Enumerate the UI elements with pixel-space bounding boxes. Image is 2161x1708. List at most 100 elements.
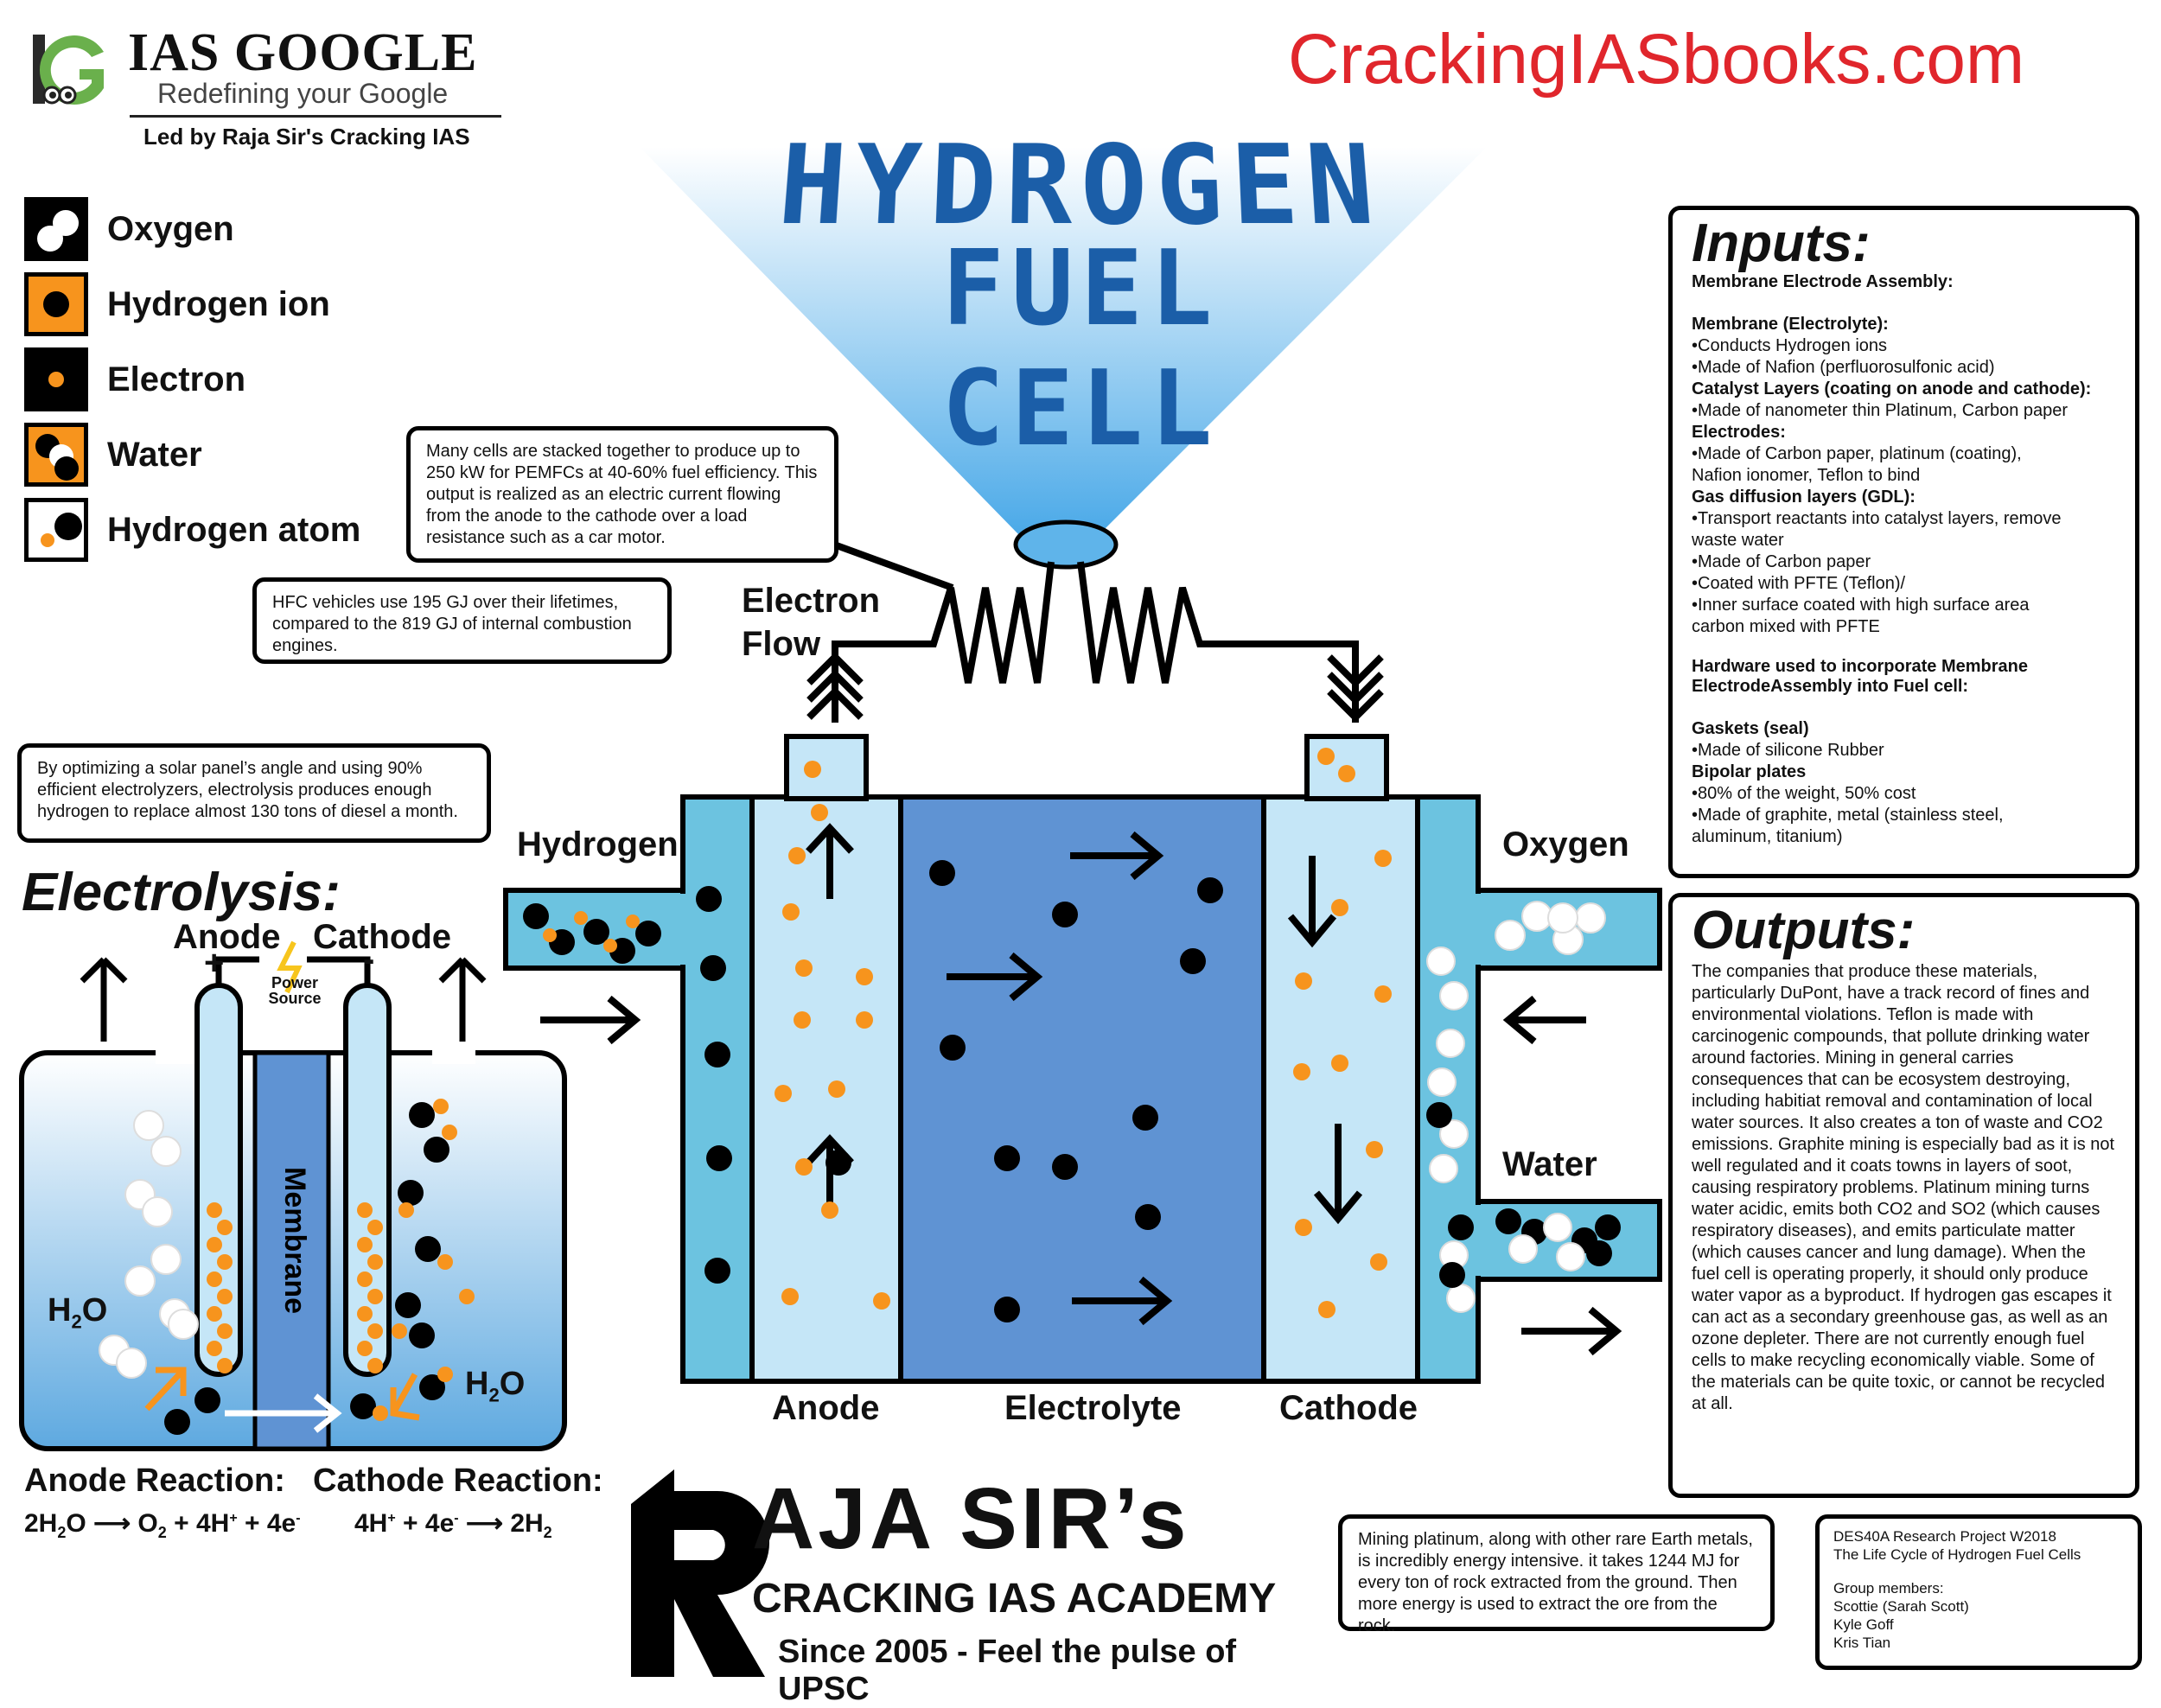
legend-label: Hydrogen ion [107, 285, 330, 324]
cathode-reaction-label: Cathode Reaction: [313, 1463, 603, 1500]
hydrogen-atom [164, 1409, 190, 1435]
anode-equation: 2H2O ⟶ O2 + 4H+ + 4e- [24, 1508, 301, 1542]
project-member: Kris Tian [1833, 1634, 2124, 1652]
hydrogen-atom-proton [603, 939, 617, 953]
oxygen-label: Oxygen [1502, 825, 1629, 864]
hydrogen-atom [424, 1137, 449, 1163]
hydrogen-ion [1318, 1301, 1335, 1318]
legend-hydrogen-ion: Hydrogen ion [24, 270, 330, 339]
electron-flow-label: Electron Flow [742, 579, 880, 666]
water-molecule [1586, 1240, 1612, 1266]
electron [1135, 1204, 1161, 1230]
legend-label: Hydrogen atom [107, 511, 360, 550]
hydrogen-ion [367, 1289, 383, 1304]
note-solar: By optimizing a solar panel’s angle and … [17, 743, 491, 843]
hydrogen-atom-swatch-icon [24, 498, 88, 562]
hydrogen-ion [1295, 972, 1312, 990]
hydrogen-ion [367, 1254, 383, 1270]
hydrogen-ion [217, 1220, 233, 1235]
note-platinum: Mining platinum, along with other rare E… [1338, 1514, 1775, 1631]
hydrogen-ion-swatch-icon [24, 272, 88, 336]
oxygen-swatch-icon [24, 197, 88, 261]
hydrogen-ion [1317, 748, 1335, 765]
hydrogen-ion [207, 1271, 222, 1287]
hydrogen-ion [828, 1080, 845, 1098]
hydrogen-ion [856, 1011, 873, 1029]
electron [700, 955, 726, 981]
oxygen-bubble [124, 1265, 156, 1297]
inputs-line: Nafion ionomer, Teflon to bind [1692, 465, 2116, 487]
electron-flow-line2: Flow [742, 622, 880, 666]
hydrogen-ion [781, 1288, 799, 1305]
electron [696, 886, 722, 912]
hydrogen-atom [409, 1322, 435, 1348]
hydrogen-ion [357, 1237, 373, 1252]
academy-logo: AJA SIR’s CRACKING IAS ACADEMY Since 200… [622, 1469, 1297, 1686]
power-label-1: Power [265, 975, 325, 991]
hydrogen-ion [217, 1289, 233, 1304]
inputs-line: Gas diffusion layers (GDL): [1692, 487, 2116, 508]
hydrogen-atom-proton [574, 911, 588, 925]
electrolysis-title: Electrolysis: [22, 864, 341, 921]
inputs-mea: Membrane Electrode Assembly: [1692, 272, 2116, 292]
electron [704, 1042, 730, 1068]
electron [994, 1145, 1020, 1171]
inputs-line: Gaskets (seal) [1692, 718, 2116, 740]
membrane-label: Membrane [277, 1167, 311, 1314]
legend-label: Oxygen [107, 210, 234, 249]
water-molecule [1436, 1029, 1465, 1058]
hydrogen-ion [1338, 765, 1355, 782]
oxygen-atom [1547, 902, 1578, 934]
hydrogen-ion [1374, 850, 1392, 867]
water-molecule [1448, 1214, 1474, 1240]
inputs-line: Catalyst Layers (coating on anode and ca… [1692, 379, 2116, 400]
plus-sign: + [204, 944, 224, 983]
hydrogen-atom-proton [442, 1125, 457, 1140]
water-molecule [1556, 1242, 1585, 1271]
minus-sign: - [363, 940, 374, 979]
hydrogen-ion [811, 804, 828, 821]
project-member: Scottie (Sarah Scott) [1833, 1597, 2124, 1616]
inputs-line: •Made of Nafion (perfluorosulfonic acid) [1692, 357, 2116, 379]
hydrogen-ion [357, 1341, 373, 1356]
hydrogen-ion [775, 1085, 792, 1102]
fuel-cell-body [506, 736, 1660, 1381]
inputs-line: aluminum, titanium) [1692, 826, 2116, 848]
legend-label: Electron [107, 360, 245, 399]
electrolysis-cathode-label: Cathode [313, 918, 451, 957]
inputs-hardware-1: Hardware used to incorporate Membrane [1692, 657, 2116, 677]
hydrogen-ion [804, 761, 821, 778]
hydrogen-ion [1331, 1055, 1348, 1072]
inputs-line: carbon mixed with PFTE [1692, 616, 2116, 638]
inputs-line: Bipolar plates [1692, 762, 2116, 783]
water-molecule [1446, 1284, 1476, 1313]
electron [704, 1258, 730, 1284]
water-molecule [1426, 1102, 1452, 1128]
inputs-line: •Made of Carbon paper [1692, 551, 2116, 573]
project-member: Kyle Goff [1833, 1616, 2124, 1634]
oxygen-bubble [116, 1348, 147, 1379]
electron [1132, 1105, 1158, 1131]
electron [940, 1035, 966, 1061]
hydrogen-ion [1366, 1141, 1383, 1158]
h2o-right-label: H2O [465, 1366, 525, 1407]
hydrogen-ion [1374, 985, 1392, 1003]
hydrogen-atom-proton [543, 928, 557, 942]
circuit-wires [834, 545, 1355, 723]
water-molecule [1495, 1208, 1521, 1234]
outputs-panel: Outputs: The companies that produce thes… [1668, 893, 2139, 1498]
electron-flow-line1: Electron [742, 579, 880, 622]
inputs-hardware-2: ElectrodeAssembly into Fuel cell: [1692, 677, 2116, 697]
note-project: DES40A Research Project W2018 The Life C… [1815, 1514, 2142, 1670]
hydrogen-ion [207, 1341, 222, 1356]
hydrogen-ion [794, 1011, 811, 1029]
legend-label: Water [107, 436, 202, 475]
inputs-line: •Made of Carbon paper, platinum (coating… [1692, 443, 2116, 465]
electron-swatch-icon [24, 347, 88, 411]
project-line1: DES40A Research Project W2018 [1833, 1527, 2124, 1545]
hydrogen-atom [395, 1292, 421, 1318]
hydrogen-ion [1331, 899, 1348, 916]
note-hfc: HFC vehicles use 195 GJ over their lifet… [252, 577, 672, 664]
project-group-label: Group members: [1833, 1579, 2124, 1597]
inputs-lines-2: Gaskets (seal)•Made of silicone RubberBi… [1692, 718, 2116, 848]
